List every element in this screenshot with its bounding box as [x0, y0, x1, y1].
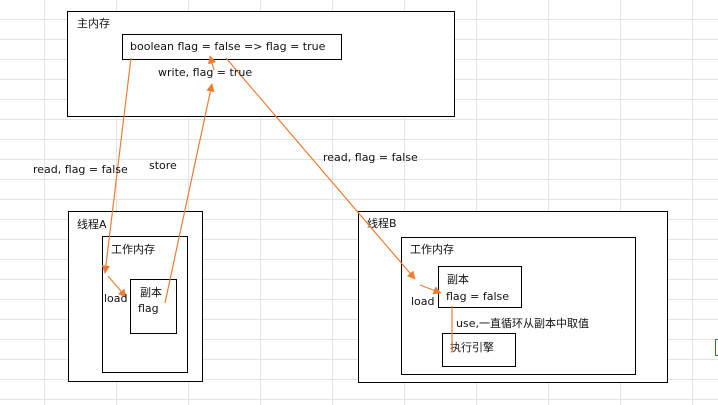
thread-b-working-memory-title: 工作内存 [410, 243, 454, 256]
thread-a-copy-title: 副本 [140, 286, 162, 299]
label-load-a: load [104, 292, 128, 305]
thread-b-copy-box [438, 266, 522, 308]
arrow-store-a [164, 83, 215, 304]
thread-a-title: 线程A [77, 218, 107, 231]
arrow-write-a [208, 55, 217, 71]
execution-engine-label: 执行引擎 [450, 341, 494, 354]
label-read-b: read, flag = false [323, 151, 418, 164]
label-load-b: load [411, 295, 435, 308]
arrow-load-b [419, 284, 442, 295]
main-memory-title: 主内存 [77, 17, 110, 30]
label-read-a: read, flag = false [33, 163, 128, 176]
arrow-read-b [225, 57, 416, 280]
execution-engine-box [442, 333, 516, 367]
thread-a-copy-box [130, 279, 177, 334]
thread-b-title: 线程B [367, 217, 397, 230]
thread-b-copy-title: 副本 [447, 273, 469, 286]
label-use-b: use,一直循环从副本中取值 [456, 317, 589, 330]
main-memory-flag-text: boolean flag = false => flag = true [130, 40, 326, 53]
arrow-read-a [101, 57, 132, 274]
thread-a-working-memory-title: 工作内存 [111, 243, 155, 256]
label-write-a: write, flag = true [158, 66, 253, 79]
thread-a-copy-value: flag [138, 302, 159, 315]
arrow-load-a [107, 275, 127, 298]
label-store-a: store [149, 159, 177, 172]
thread-b-copy-value: flag = false [446, 290, 510, 303]
selected-cell-edge[interactable] [715, 339, 718, 356]
main-memory-flag-box [122, 34, 342, 60]
